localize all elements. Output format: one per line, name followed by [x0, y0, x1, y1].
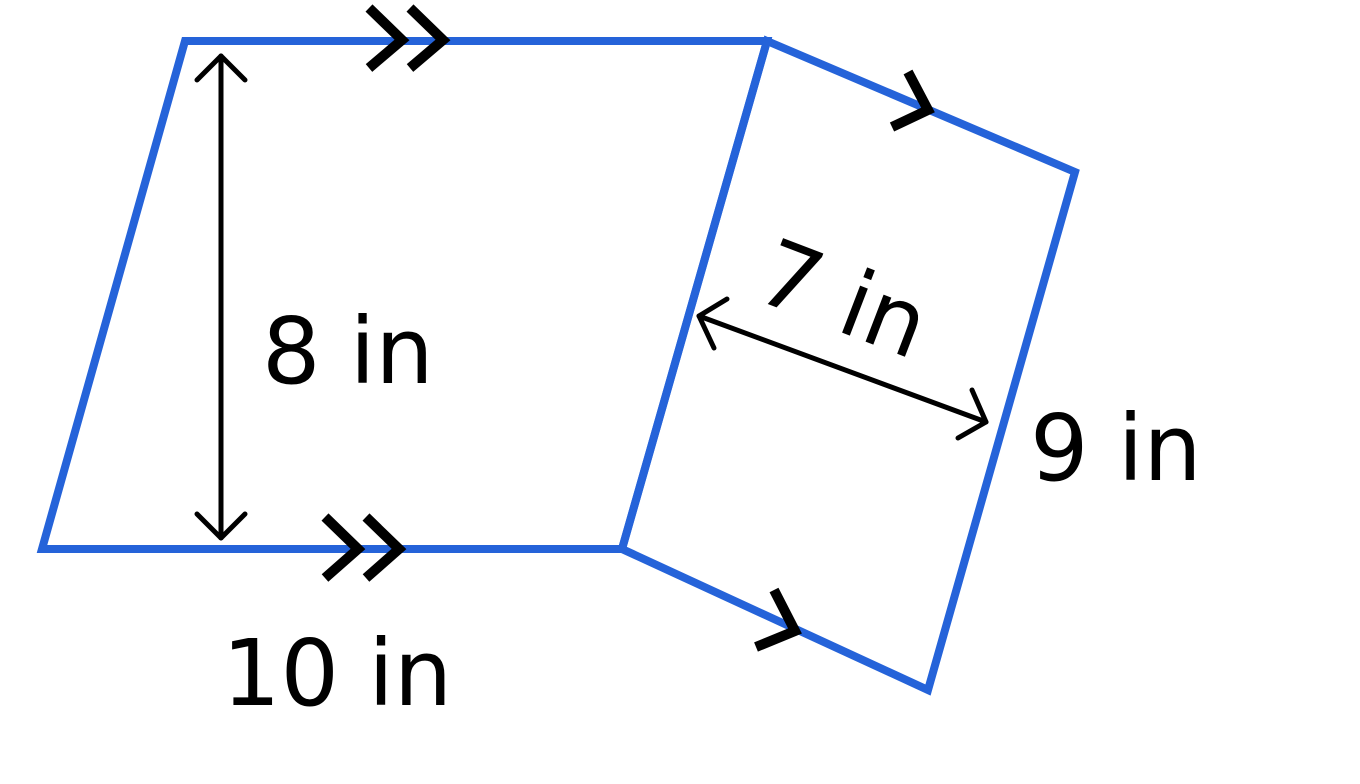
side-length-label: 9 in: [1030, 395, 1202, 502]
left-parallelogram: [36, 37, 773, 553]
height-dimension-arrow: [194, 53, 248, 541]
bottom-single-parallel-mark: [754, 587, 802, 652]
slant-height-dimension-arrow: [696, 296, 989, 441]
slant-height-label: 7 in: [744, 219, 943, 380]
right-parallelogram: [617, 35, 1080, 696]
top-single-parallel-mark: [889, 69, 935, 132]
top-double-parallel-mark: [365, 4, 451, 72]
height-label: 8 in: [262, 298, 434, 405]
bottom-double-parallel-mark: [321, 513, 407, 582]
base-label: 10 in: [222, 620, 452, 727]
